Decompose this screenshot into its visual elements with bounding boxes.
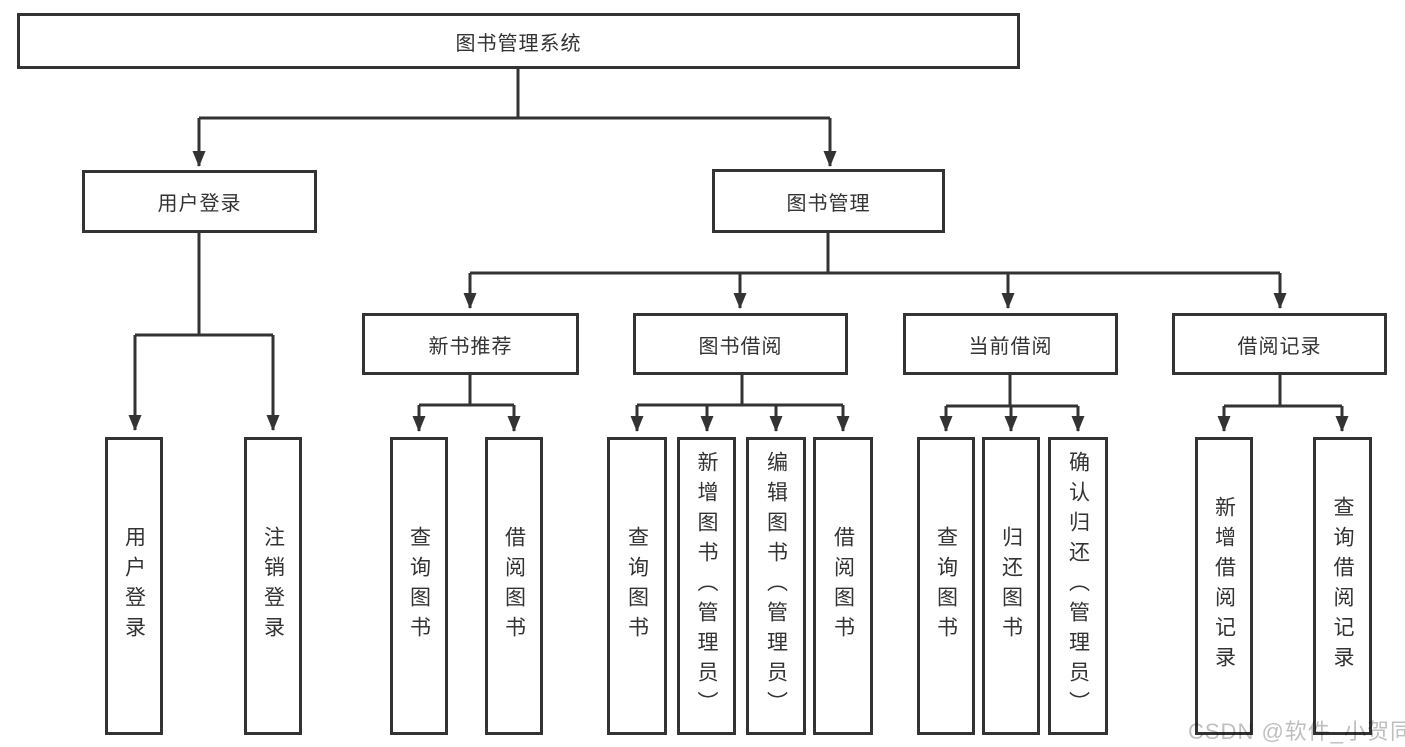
leaf-add-borrow-record: 新增借阅记录: [1195, 437, 1253, 735]
leaf-confirm-return-label: 确认归还（管理员）: [1066, 451, 1090, 721]
leaf-edit-book-label: 编辑图书（管理员）: [764, 451, 788, 721]
node-new-book-rec-label: 新书推荐: [428, 335, 513, 358]
leaf-query-borrow-record-label: 查询借阅记录: [1331, 496, 1354, 676]
leaf-edit-book: 编辑图书（管理员）: [746, 437, 806, 735]
leaf-borrow-book-2-label: 借阅图书: [831, 526, 855, 646]
connector-borrow-record-split: [1224, 375, 1342, 408]
node-borrow-record: 借阅记录: [1172, 313, 1387, 375]
node-current-borrow: 当前借阅: [903, 313, 1118, 375]
node-book-mgmt: 图书管理: [712, 169, 945, 233]
leaf-query-borrow-record: 查询借阅记录: [1313, 437, 1372, 735]
leaf-user-login-label: 用户登录: [122, 526, 146, 646]
node-book-borrow: 图书借阅: [633, 313, 848, 375]
connector-new-book-split: [419, 375, 514, 407]
connector-root-split: [199, 69, 830, 120]
leaf-query-book-2: 查询图书: [607, 437, 667, 735]
leaf-query-book-1: 查询图书: [390, 437, 448, 735]
leaf-borrow-book-1: 借阅图书: [485, 437, 543, 735]
leaf-confirm-return: 确认归还（管理员）: [1048, 437, 1108, 735]
leaf-return-book: 归还图书: [982, 437, 1040, 735]
leaf-query-book-2-label: 查询图书: [625, 526, 649, 646]
node-book-borrow-label: 图书借阅: [698, 335, 783, 358]
connector-book-mgmt-split: [470, 233, 1280, 275]
leaf-borrow-book-1-label: 借阅图书: [502, 526, 526, 646]
connector-book-borrow-split: [637, 375, 843, 407]
node-book-mgmt-label: 图书管理: [786, 192, 871, 215]
node-user-login: 用户登录: [82, 170, 317, 233]
leaf-logout: 注销登录: [244, 437, 302, 735]
leaf-logout-label: 注销登录: [261, 526, 285, 646]
node-user-login-label: 用户登录: [157, 193, 242, 215]
leaf-add-book-label: 新增图书（管理员）: [695, 451, 718, 721]
node-root-label: 图书管理系统: [455, 32, 582, 55]
node-current-borrow-label: 当前借阅: [968, 335, 1053, 358]
node-root: 图书管理系统: [17, 13, 1020, 69]
leaf-return-book-label: 归还图书: [999, 526, 1023, 646]
leaf-query-book-3-label: 查询图书: [934, 526, 958, 646]
leaf-borrow-book-2: 借阅图书: [813, 437, 873, 735]
leaf-query-book-3: 查询图书: [917, 437, 975, 735]
leaf-query-book-1-label: 查询图书: [407, 526, 431, 646]
connector-user-login-split: [135, 233, 273, 337]
connector-current-borrow-split: [946, 375, 1078, 408]
node-new-book-rec: 新书推荐: [362, 313, 579, 375]
node-borrow-record-label: 借阅记录: [1237, 335, 1322, 358]
leaf-user-login: 用户登录: [105, 437, 163, 735]
leaf-add-book: 新增图书（管理员）: [677, 437, 736, 735]
leaf-add-borrow-record-label: 新增借阅记录: [1212, 496, 1236, 676]
watermark: CSDN @软件_小贺同学: [1188, 719, 1405, 744]
